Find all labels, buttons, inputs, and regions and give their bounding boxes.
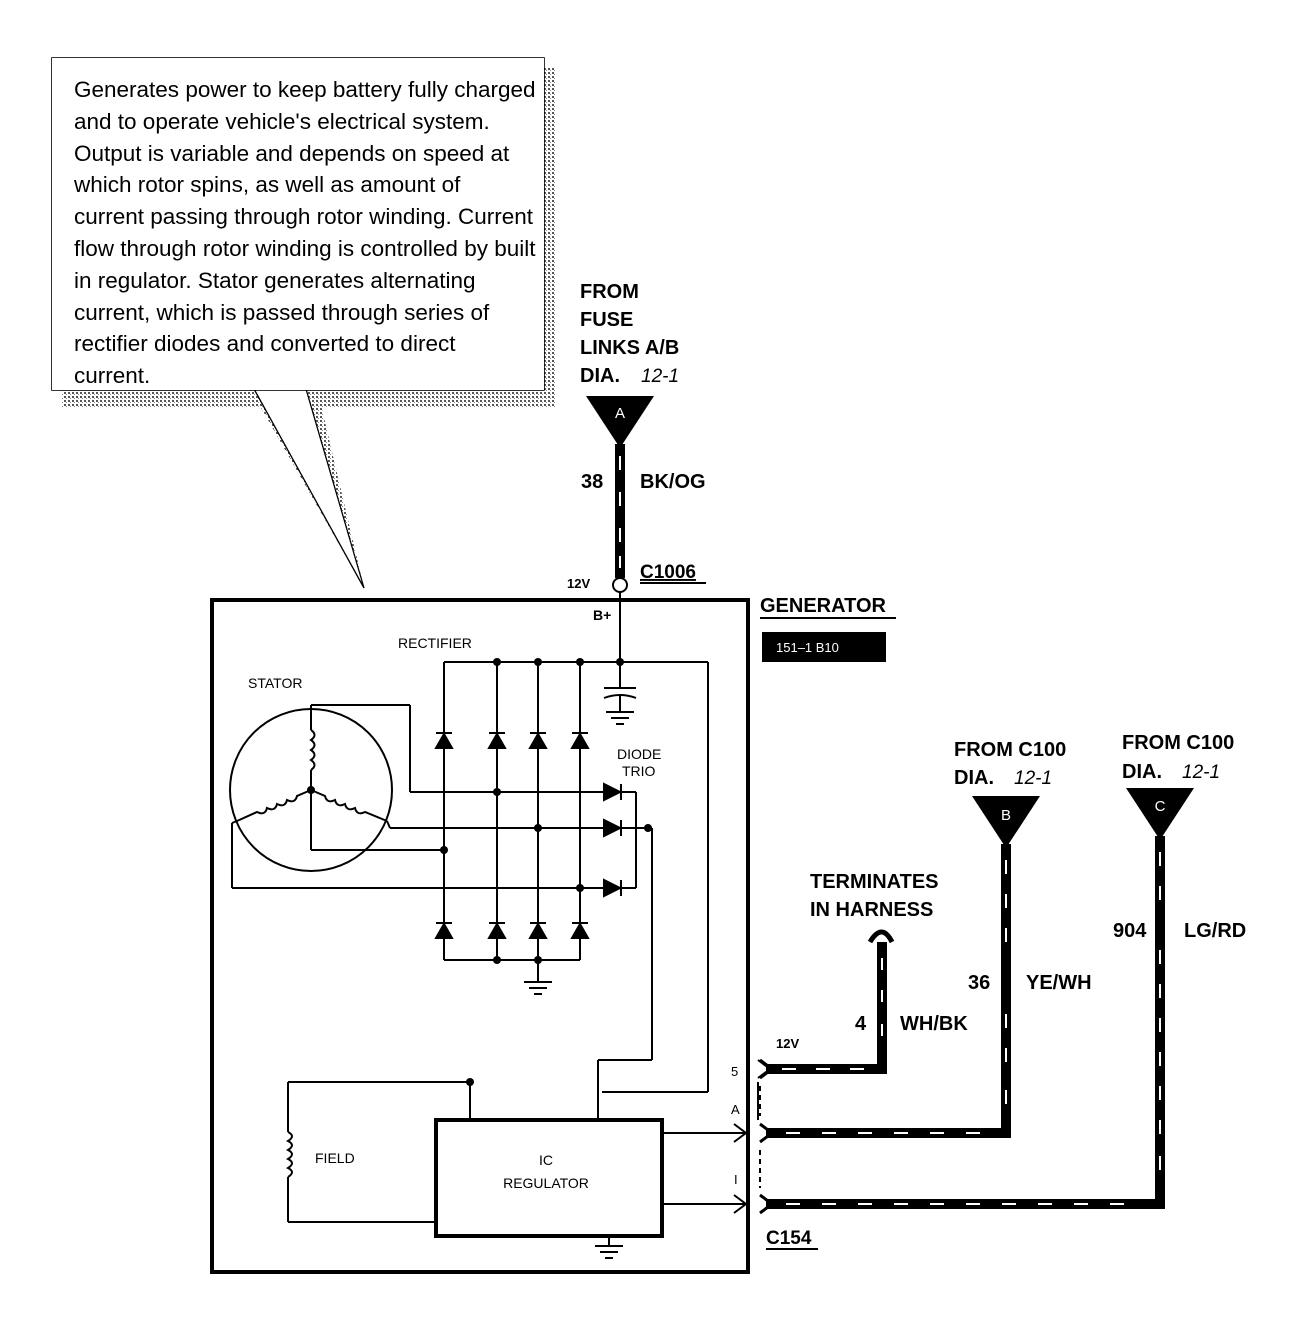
diode-trio-line1: DIODE xyxy=(617,746,661,762)
stator-center xyxy=(307,786,315,794)
wire-36-circuit: 36 xyxy=(968,972,990,994)
connector-b-labels: FROM C100 DIA. 12-1 36 YE/WH xyxy=(954,739,1092,994)
wire-904-color: LG/RD xyxy=(1184,920,1246,942)
callout-pointer xyxy=(252,388,365,589)
terminates-line2: IN HARNESS xyxy=(810,899,933,921)
wire-4 xyxy=(766,929,895,1074)
regulator-outputs xyxy=(662,1123,748,1214)
connector-b-from: FROM C100 xyxy=(954,739,1066,761)
connector-a-from-line1: FROM xyxy=(580,281,639,303)
connector-c-from: FROM C100 xyxy=(1122,732,1234,754)
connector-b-dia-label: DIA. xyxy=(954,767,994,789)
diode-trio-line2: TRIO xyxy=(622,763,656,779)
connector-c-triangle xyxy=(1126,788,1194,840)
c154-connector xyxy=(759,1058,775,1215)
generator-code-badge xyxy=(762,632,886,662)
pin-a-label: A xyxy=(731,1102,740,1117)
capacitor xyxy=(603,662,637,725)
regulator-ground xyxy=(595,1236,623,1259)
bplus-label: B+ xyxy=(593,607,611,623)
generator-code: 151–1 B10 xyxy=(776,640,839,655)
connector-a-dia-label: DIA. xyxy=(580,365,620,387)
connector-b-triangle xyxy=(972,796,1040,848)
connector-a-dia-ref: 12-1 xyxy=(641,366,679,387)
regulator-line1: IC xyxy=(539,1152,553,1168)
generator-title: GENERATOR xyxy=(760,595,886,617)
regulator-line2: REGULATOR xyxy=(503,1175,589,1191)
sense-line xyxy=(602,661,709,1093)
c1006-terminal xyxy=(612,577,628,593)
connector-c-letter: C xyxy=(1155,798,1166,815)
connector-a-labels: FROM FUSE LINKS A/B DIA. 12-1 38 BK/OG xyxy=(580,281,706,493)
rectifier-junctions xyxy=(440,658,652,1086)
wire-904 xyxy=(766,836,1165,1209)
ic-regulator-box xyxy=(434,1118,664,1238)
wire-4-color: WH/BK xyxy=(900,1013,968,1035)
connector-b-letter: B xyxy=(1001,807,1011,824)
connector-c-dia-ref: 12-1 xyxy=(1182,762,1220,783)
field-coil xyxy=(285,1081,471,1223)
diode-trio xyxy=(597,782,653,1120)
connector-c-dia-label: DIA. xyxy=(1122,761,1162,783)
wire-904-circuit: 904 xyxy=(1113,920,1147,942)
connector-a-from-line3: LINKS A/B xyxy=(580,337,679,359)
wire-38-circuit: 38 xyxy=(581,471,603,493)
top-voltage: 12V xyxy=(567,576,590,591)
wire-36 xyxy=(766,844,1011,1138)
callout-text: Generates power to keep battery fully ch… xyxy=(52,58,544,390)
wire-4-voltage: 12V xyxy=(776,1036,799,1051)
stator-label: STATOR xyxy=(248,675,302,691)
wire-38-color: BK/OG xyxy=(640,471,706,493)
c1006-label: C1006 xyxy=(640,562,696,583)
pin-5-label: 5 xyxy=(731,1064,738,1079)
connector-b-dia-ref: 12-1 xyxy=(1014,768,1052,789)
c154-label: C154 xyxy=(766,1228,812,1249)
pin-i-label: I xyxy=(734,1172,738,1187)
generator-box xyxy=(210,598,750,1274)
terminates-line1: TERMINATES xyxy=(810,871,939,893)
wire-36-color: YE/WH xyxy=(1026,972,1092,994)
connector-a-triangle xyxy=(586,396,654,448)
connector-c-labels: FROM C100 DIA. 12-1 904 LG/RD xyxy=(1113,732,1246,942)
wire-4-circuit: 4 xyxy=(855,1013,867,1035)
connector-a-letter: A xyxy=(615,405,625,422)
stator xyxy=(229,704,620,889)
terminates-labels: TERMINATES IN HARNESS 4 WH/BK 12V xyxy=(776,871,968,1051)
connector-a-from-line2: FUSE xyxy=(580,309,633,331)
rectifier-label: RECTIFIER xyxy=(398,635,472,651)
field-label: FIELD xyxy=(315,1150,355,1166)
generator-labels: 12V C1006 B+ GENERATOR 151–1 B10 RECTIFI… xyxy=(248,562,896,1250)
